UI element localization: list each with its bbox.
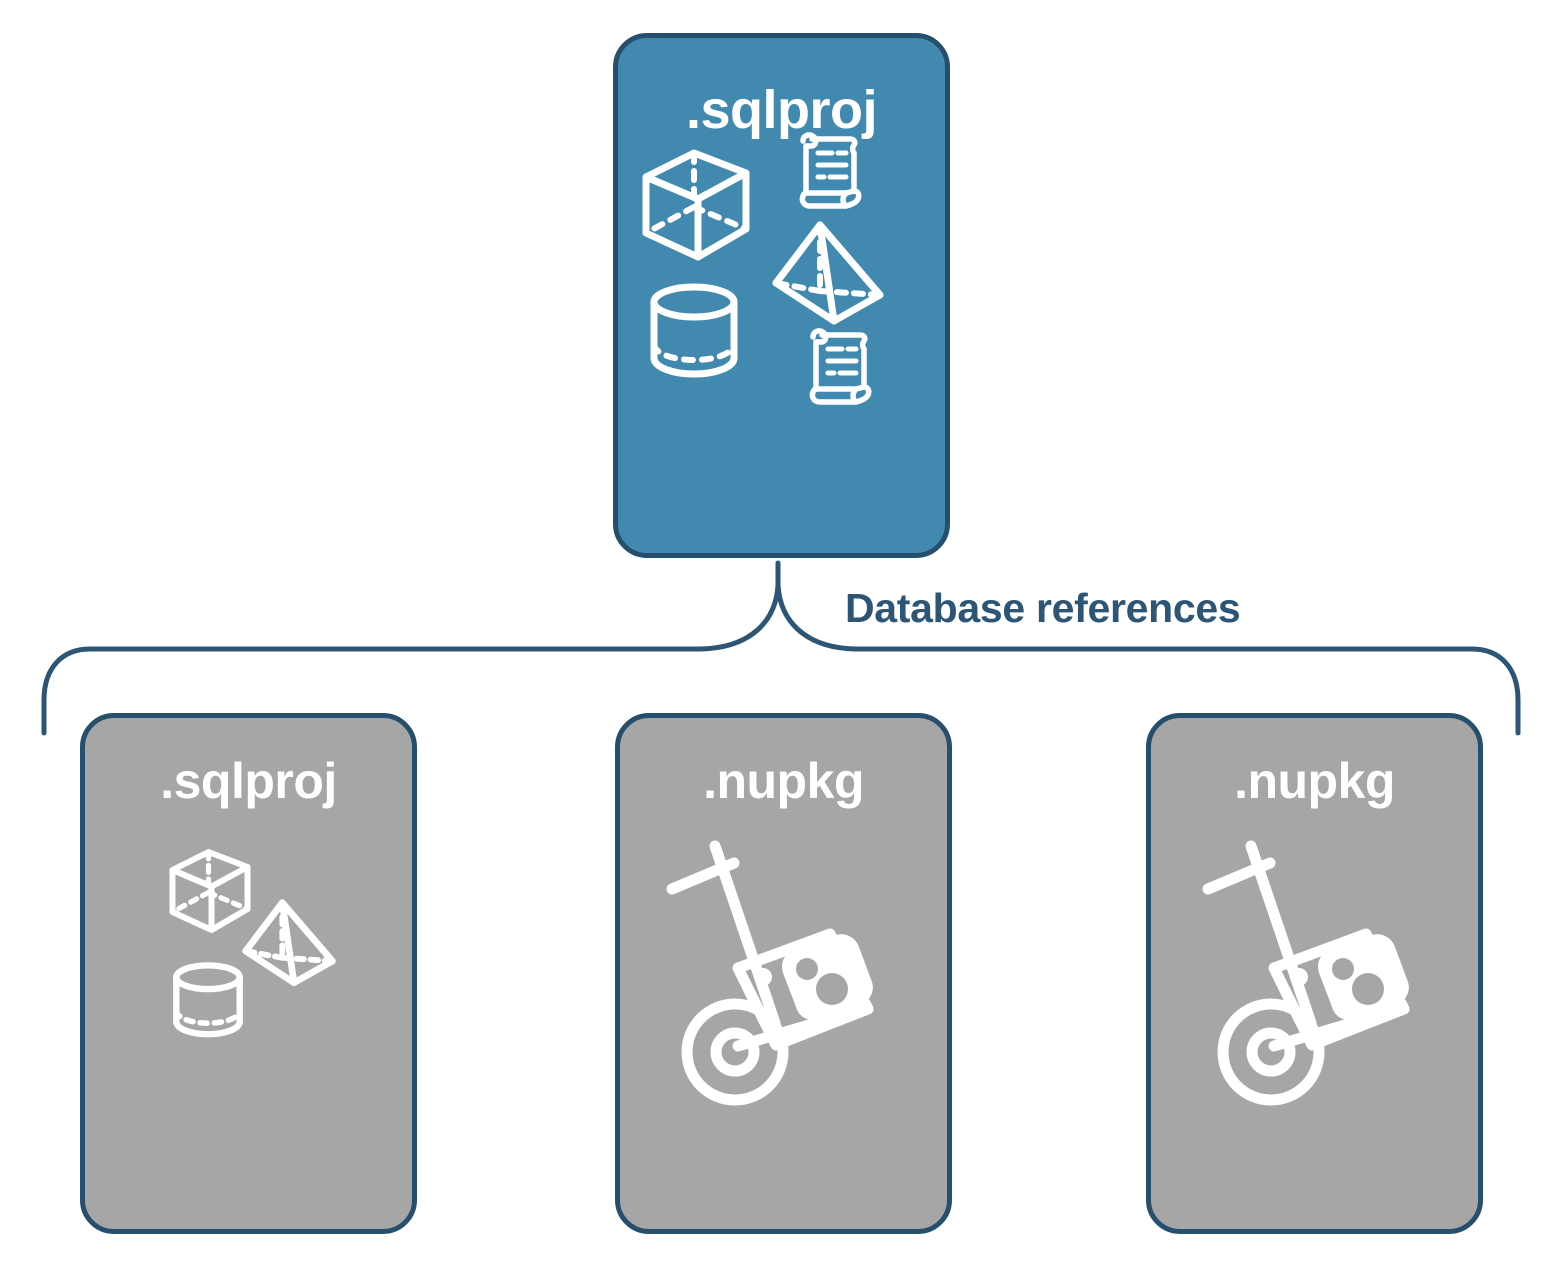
database-references-label: Database references <box>845 585 1241 631</box>
hand-truck-package-icon <box>1202 840 1410 1106</box>
root-node-sqlproj[interactable]: .sqlproj <box>613 33 950 558</box>
reference-node-title: .nupkg <box>703 753 864 809</box>
pyramid-wireframe-icon <box>772 221 884 325</box>
reference-node-icon-area <box>620 806 947 1229</box>
scroll-script-icon <box>799 132 862 209</box>
reference-node-sqlproj[interactable]: .sqlproj <box>80 713 417 1234</box>
pyramid-wireframe-icon <box>242 899 336 987</box>
root-node-title: .sqlproj <box>685 80 878 140</box>
cube-wireframe-icon <box>642 149 750 261</box>
reference-node-title: .sqlproj <box>160 753 337 809</box>
reference-node-nupkg-2[interactable]: .nupkg <box>1146 713 1483 1234</box>
cylinder-wireframe-icon <box>650 283 738 378</box>
hand-truck-package-icon <box>666 840 874 1106</box>
reference-node-icon-area <box>85 806 412 1229</box>
cube-wireframe-icon <box>169 849 251 933</box>
reference-node-nupkg-1[interactable]: .nupkg <box>615 713 952 1234</box>
root-node-icon-area <box>618 132 945 553</box>
scroll-script-icon <box>809 328 872 405</box>
reference-node-icon-area <box>1151 806 1478 1229</box>
cylinder-wireframe-icon <box>173 962 243 1038</box>
reference-node-title: .nupkg <box>1234 753 1395 809</box>
